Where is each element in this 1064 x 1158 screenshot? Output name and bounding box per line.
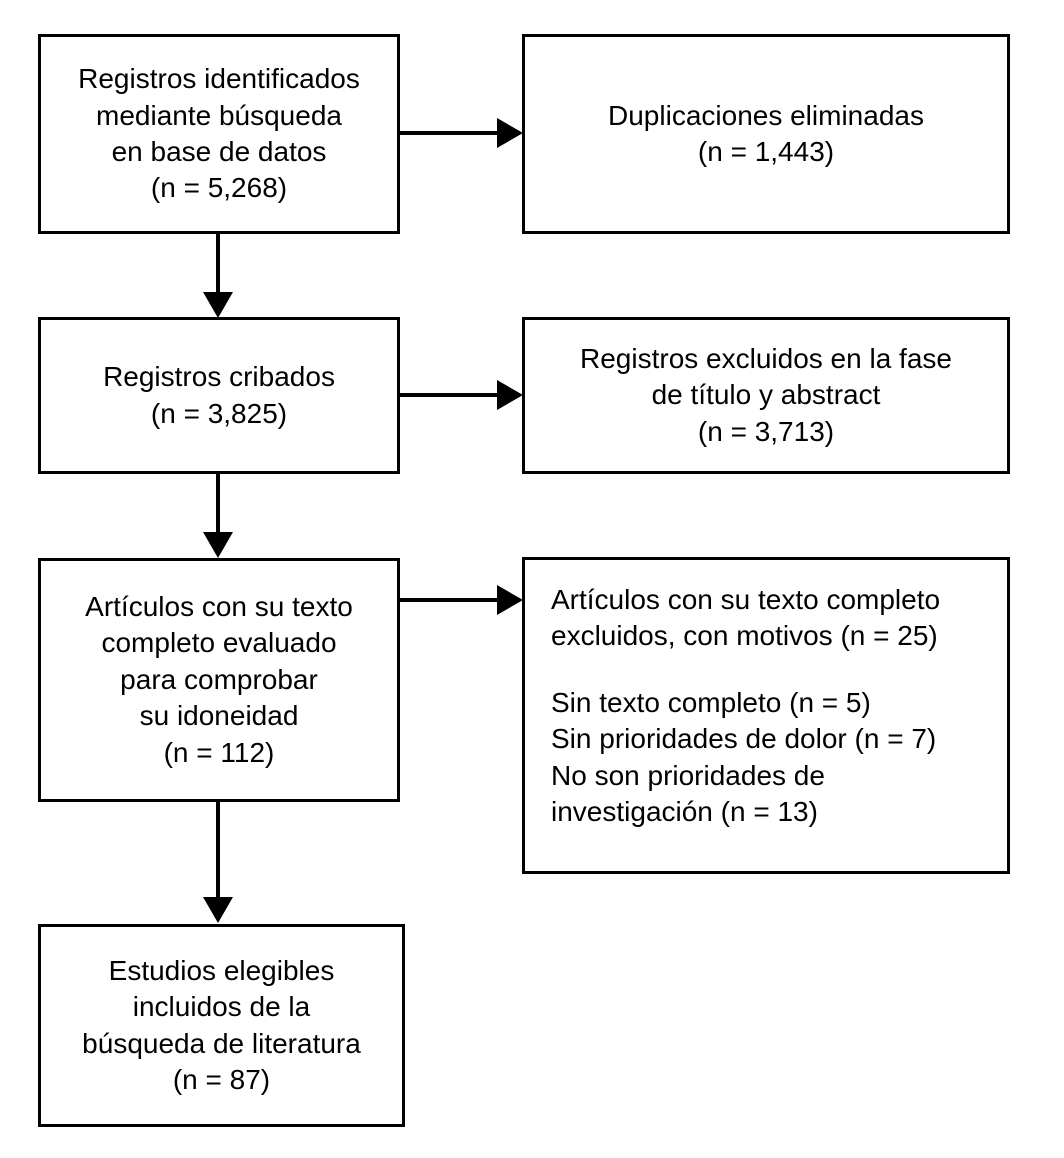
node-duplicates-removed: Duplicaciones eliminadas (n = 1,443) — [522, 34, 1010, 234]
node-studies-included-line-2: incluidos de la — [132, 991, 311, 1023]
node-fulltext-excluded-header-line-2: excluidos, con motivos (n = 25) — [551, 620, 938, 652]
arrow-down-icon — [203, 292, 233, 318]
node-fulltext-assessed: Artículos con su texto completo evaluado… — [38, 558, 400, 802]
connector-line — [400, 598, 500, 602]
connector-line — [216, 801, 220, 899]
node-records-excluded-title-abstract: Registros excluidos en la fase de título… — [522, 317, 1010, 474]
node-fulltext-excluded-reasons: Artículos con su texto completo excluido… — [522, 557, 1010, 874]
connector-line — [216, 233, 220, 297]
node-records-identified-line-2: mediante búsqueda — [96, 99, 342, 131]
node-studies-included-line-3: búsqueda de literatura — [82, 1027, 361, 1059]
node-fulltext-excluded-reason-3b: investigación (n = 13) — [551, 795, 818, 827]
arrow-right-icon — [497, 380, 523, 410]
node-fulltext-assessed-line-3: para comprobar — [120, 663, 318, 695]
node-records-excluded-title-abstract-count: (n = 3,713) — [697, 415, 835, 447]
node-fulltext-assessed-line-4: su idoneidad — [139, 700, 299, 732]
node-records-screened-count: (n = 3,825) — [150, 397, 288, 429]
connector-line — [400, 393, 500, 397]
node-duplicates-removed-line-1: Duplicaciones eliminadas — [608, 99, 924, 131]
arrow-right-icon — [497, 118, 523, 148]
node-records-identified-count: (n = 5,268) — [150, 172, 288, 204]
node-records-identified: Registros identificados mediante búsqued… — [38, 34, 400, 234]
node-records-identified-line-3: en base de datos — [111, 136, 327, 167]
node-fulltext-assessed-count: (n = 112) — [163, 736, 275, 768]
node-records-screened-line-1: Registros cribados — [103, 361, 335, 393]
node-records-screened: Registros cribados (n = 3,825) — [38, 317, 400, 474]
node-records-excluded-title-abstract-line-1: Registros excluidos en la fase — [580, 342, 952, 374]
arrow-down-icon — [203, 532, 233, 558]
node-fulltext-excluded-reason-3a: No son prioridades de — [551, 759, 825, 791]
node-studies-included-line-1: Estudios elegibles — [108, 954, 335, 986]
node-records-identified-line-1: Registros identificados — [78, 63, 360, 95]
node-fulltext-assessed-line-1: Artículos con su texto — [85, 591, 353, 623]
node-fulltext-excluded-reason-2: Sin prioridades de dolor (n = 7) — [551, 723, 937, 755]
node-studies-included: Estudios elegibles incluidos de la búsqu… — [38, 924, 405, 1127]
arrow-right-icon — [497, 585, 523, 615]
node-records-excluded-title-abstract-line-2: de título y abstract — [651, 379, 881, 411]
connector-line — [400, 131, 500, 135]
node-studies-included-count: (n = 87) — [172, 1063, 271, 1095]
node-fulltext-excluded-reason-1: Sin texto completo (n = 5) — [551, 686, 871, 718]
node-fulltext-assessed-line-2: completo evaluado — [101, 627, 337, 659]
arrow-down-icon — [203, 897, 233, 923]
connector-line — [216, 473, 220, 537]
node-duplicates-removed-count: (n = 1,443) — [697, 136, 835, 167]
node-fulltext-excluded-header-line-1: Artículos con su texto completo — [551, 584, 941, 615]
